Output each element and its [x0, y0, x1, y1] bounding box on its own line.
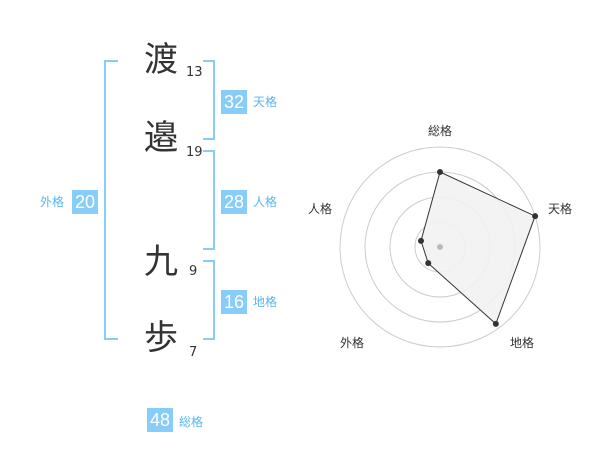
stroke-count-2: 19	[186, 145, 203, 160]
soukaku-value: 48	[147, 408, 173, 432]
stroke-count-1: 13	[186, 65, 203, 80]
tenkaku-bracket	[203, 60, 215, 140]
jinkaku-label: 人格	[253, 195, 278, 209]
jinkaku-bracket	[203, 150, 215, 250]
radar-center-dot	[437, 244, 443, 250]
radar-ring	[414, 221, 466, 273]
gaikaku-value: 20	[72, 190, 98, 214]
soukaku-label: 総格	[179, 415, 204, 429]
stroke-count-3: 9	[189, 264, 198, 279]
radar-ring	[389, 196, 491, 298]
jinkaku-value: 28	[221, 190, 247, 214]
name-char-3: 九	[144, 242, 178, 282]
radar-point-4	[425, 260, 432, 267]
radar-point-5	[417, 237, 424, 244]
radar-polygon	[420, 171, 536, 325]
radar-label-chikaku: 地格	[510, 336, 535, 350]
radar-ring	[364, 171, 516, 323]
radar-rings	[339, 146, 541, 348]
stroke-count-4: 7	[189, 345, 198, 360]
radar-label-tenkaku: 天格	[548, 202, 573, 216]
radar-ring	[339, 146, 541, 348]
name-char-1: 渡	[144, 40, 178, 80]
tenkaku-label: 天格	[253, 95, 278, 109]
name-char-4: 歩	[144, 318, 178, 358]
radar-point-1	[437, 169, 443, 175]
chikaku-value: 16	[221, 290, 247, 314]
gaikaku-bracket	[104, 60, 118, 340]
name-char-2: 邉	[144, 118, 178, 158]
radar-label-soukaku: 総格	[428, 124, 453, 138]
tenkaku-value: 32	[221, 90, 247, 114]
radar-label-jinkaku: 人格	[308, 202, 333, 216]
radar-points	[417, 169, 539, 327]
chikaku-label: 地格	[253, 295, 278, 309]
radar-point-2	[532, 213, 539, 220]
radar-point-3	[492, 320, 499, 327]
gaikaku-label: 外格	[40, 195, 65, 209]
chikaku-bracket	[203, 260, 215, 340]
radar-label-gaikaku: 外格	[340, 336, 365, 350]
